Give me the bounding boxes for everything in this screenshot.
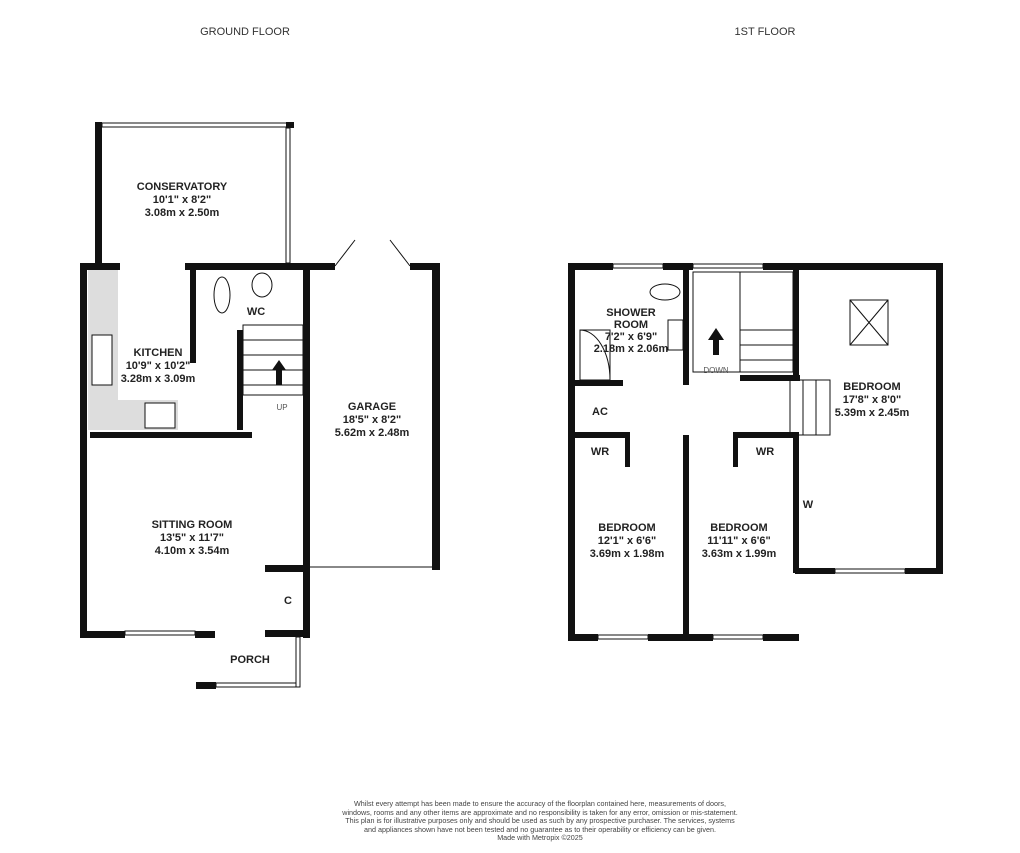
room-name: WR [591,446,609,458]
credit-text: Made with Metropix ©2025 [497,833,583,843]
room-name: BEDROOM [843,381,900,393]
room-dimensions-imperial: 13'5" x 11'7" [160,532,224,544]
room-dimensions-metric: 3.69m x 1.98m [590,548,665,560]
room-dimensions-imperial: 10'9" x 10'2" [126,360,191,372]
room-name: GARAGE [348,401,396,413]
room-name: CONSERVATORY [137,181,228,193]
room-dimensions-metric: 2.18m x 2.06m [594,343,669,355]
sink-icon [91,334,113,386]
first-floor-plan: SHOWER ROOM 7'2" x 6'9" 2.18m x 2.06m BE… [568,263,943,641]
room-dimensions-metric: 5.62m x 2.48m [335,427,410,439]
basin-icon [251,272,273,298]
hob-icon [144,402,176,429]
room-dimensions-metric: 5.39m x 2.45m [835,407,910,419]
ground-floor-plan: CONSERVATORY 10'1" x 8'2" 3.08m x 2.50m … [80,122,440,689]
stairs-arrow-icon [272,360,286,385]
basin-icon [667,319,684,351]
disclaimer-text: Whilst every attempt has been made to en… [342,799,738,834]
room-name: KITCHEN [134,347,183,359]
room-dimensions-metric: 3.28m x 3.09m [121,373,196,385]
room-name: SHOWER [606,307,656,319]
room-dimensions-imperial: 7'2" x 6'9" [605,331,657,343]
room-dimensions-imperial: 10'1" x 8'2" [153,194,211,206]
stairs-arrow-icon [708,328,724,355]
first-floor-title: 1ST FLOOR [735,26,796,38]
room-name: WR [756,446,774,458]
room-name: WC [247,306,265,318]
room-name: ROOM [614,319,648,331]
room-dimensions-metric: 3.63m x 1.99m [702,548,777,560]
stairs-label: UP [276,403,287,412]
room-dimensions-metric: 3.08m x 2.50m [145,207,220,219]
shower-tray-icon [579,329,611,381]
room-dimensions-imperial: 18'5" x 8'2" [343,414,401,426]
room-dimensions-imperial: 12'1" x 6'6" [598,535,656,547]
room-name: AC [592,406,608,418]
ground-floor-title: GROUND FLOOR [200,26,290,38]
room-name: BEDROOM [710,522,767,534]
toilet-icon [649,283,681,301]
room-dimensions-imperial: 11'11" x 6'6" [707,535,770,547]
room-name: W [803,499,814,511]
room-dimensions-imperial: 17'8" x 8'0" [843,394,901,406]
room-name: SITTING ROOM [152,519,233,531]
room-name: BEDROOM [598,522,655,534]
room-name: C [284,595,292,607]
skylight-icon [849,299,889,346]
toilet-icon [213,276,231,314]
stairs-label: DOWN [703,366,729,375]
room-dimensions-metric: 4.10m x 3.54m [155,545,230,557]
disclaimer: Whilst every attempt has been made to en… [340,799,740,843]
room-name: PORCH [230,654,270,666]
